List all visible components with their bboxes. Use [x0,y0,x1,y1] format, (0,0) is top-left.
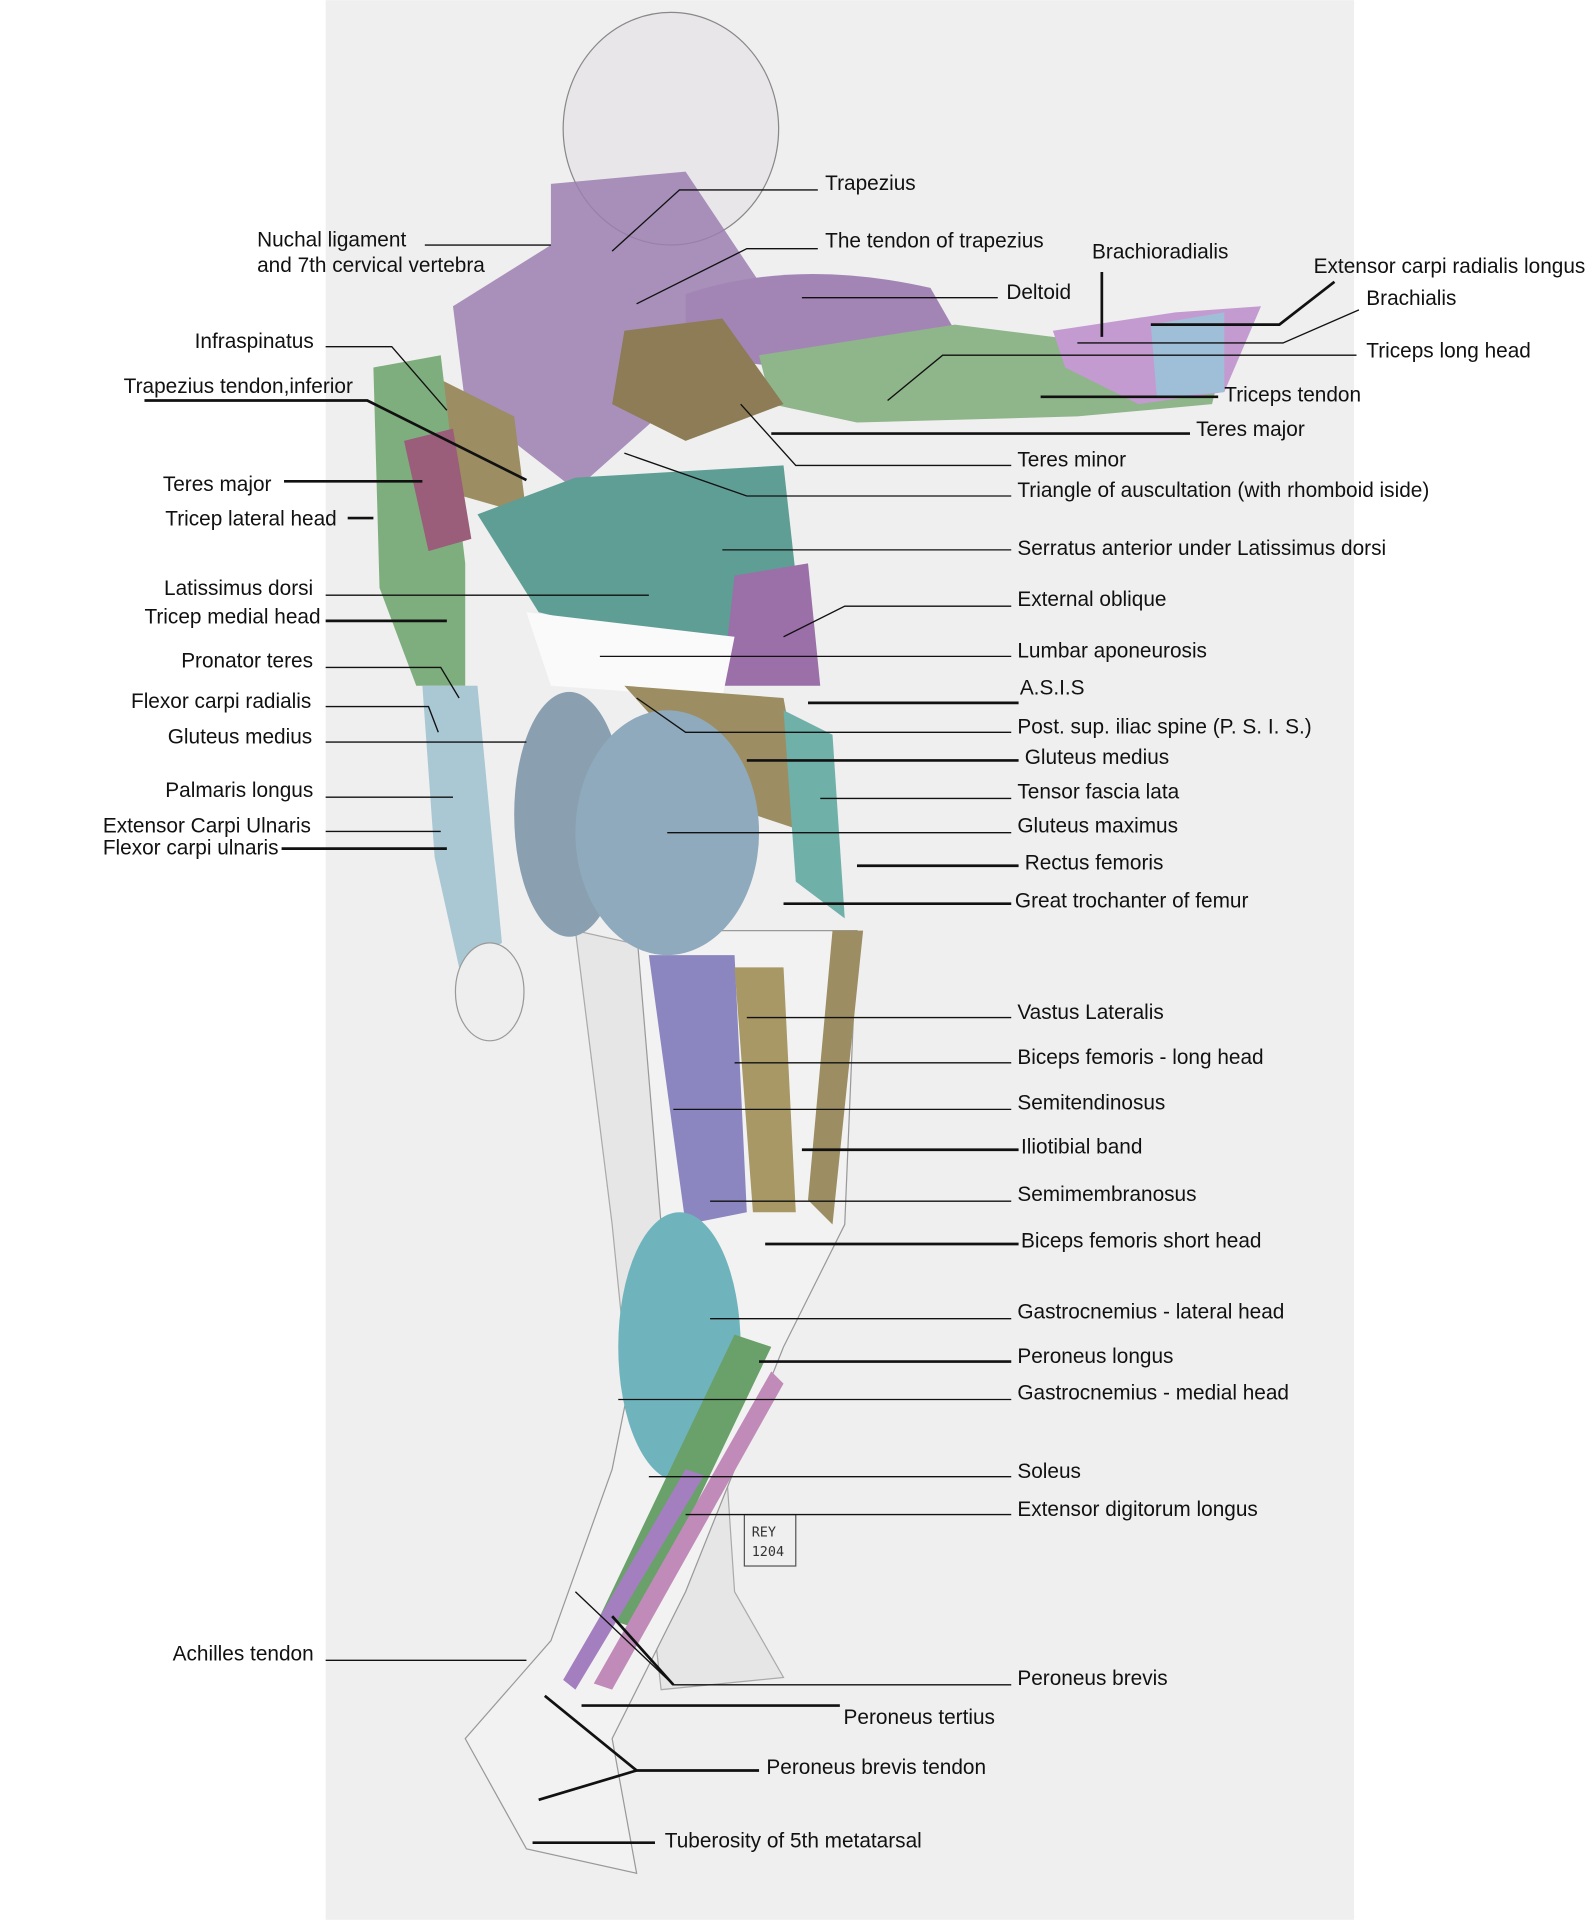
muscle-label: Teres major [163,473,272,496]
leader-line [740,403,1012,467]
tensor-fascia-shape [783,710,845,919]
muscle-label: Post. sup. iliac spine (P. S. I. S.) [1017,716,1311,739]
leader-line [325,705,439,733]
leader-line [783,605,1012,638]
leader-line [1150,280,1336,326]
leader-line [887,354,1357,402]
svg-text:REY: REY [752,1526,776,1541]
muscle-label: Biceps femoris short head [1021,1230,1261,1253]
muscle-label: Peroneus brevis tendon [766,1756,986,1779]
muscle-label: Semimembranosus [1017,1183,1196,1206]
tricep-lateral-shape [404,428,472,552]
muscle-label: Brachioradialis [1092,240,1228,263]
muscle-label: Infraspinatus [195,330,314,353]
artist-signature: REY 1204 [743,1513,797,1567]
muscle-label: and 7th cervical vertebra [257,254,485,277]
muscle-label: Peroneus longus [1017,1345,1173,1368]
muscle-label: Flexor carpi radialis [131,690,311,713]
svg-text:1204: 1204 [752,1545,784,1560]
muscle-label: Gluteus maximus [1017,815,1178,838]
gluteus-maximus-right [575,710,760,956]
muscle-label: Deltoid [1006,281,1071,304]
muscle-label: Gluteus medius [1025,746,1170,769]
muscle-label: Palmaris longus [165,779,313,802]
muscle-label: Latissimus dorsi [164,577,313,600]
leader-line [1077,309,1360,344]
leader-line [538,1769,638,1802]
muscle-label: Teres minor [1017,449,1126,472]
muscle-label: Triceps tendon [1224,384,1361,407]
leader-line [624,452,1012,497]
muscle-label: Achilles tendon [173,1642,314,1665]
lumbar-shape [526,612,735,699]
muscle-label: Extensor digitorum longus [1017,1498,1257,1521]
muscle-label: External oblique [1017,588,1166,611]
muscle-label: A.S.I.S [1020,676,1085,699]
muscle-label: Semitendinosus [1017,1091,1165,1114]
leader-line [611,189,818,252]
muscle-label: Triceps long head [1366,340,1531,363]
leader-line [325,345,448,411]
muscle-label: Gastrocnemius - medial head [1017,1382,1289,1405]
muscle-label: Tricep medial head [144,605,320,628]
leader-line [636,248,818,305]
latissimus-shape [477,465,796,662]
leader-line [144,399,528,482]
muscle-label: Great trochanter of femur [1015,889,1249,912]
muscle-label: Serratus anterior under Latissimus dorsi [1017,537,1386,560]
muscle-label: Vastus Lateralis [1017,1001,1163,1024]
muscle-label: The tendon of trapezius [825,229,1044,252]
muscle-label: Extensor Carpi Ulnaris [103,815,311,838]
muscle-label: Soleus [1017,1460,1081,1483]
muscle-label: Extensor carpi radialis longus [1314,255,1586,278]
muscle-label: Teres major [1196,418,1305,441]
muscle-label: Biceps femoris - long head [1017,1046,1263,1069]
hamstring-purple [648,955,747,1225]
leader-line [325,666,460,699]
muscle-label: Tensor fascia lata [1017,780,1179,803]
external-oblique-shape [722,563,821,686]
leader-lines [144,189,1360,1845]
muscle-label: Brachialis [1366,287,1456,310]
muscle-label: Gastrocnemius - lateral head [1017,1301,1284,1324]
muscle-label: Gluteus medius [168,725,313,748]
muscle-label: Tuberosity of 5th metatarsal [665,1830,922,1853]
teres-shape [612,318,784,441]
muscle-label: Pronator teres [181,649,313,672]
muscle-label: Trapezius [825,172,916,195]
leader-line [611,1615,675,1686]
tendon-bands [593,1371,784,1690]
muscle-label: Rectus femoris [1025,851,1164,874]
labels: Nuchal ligament and 7th cervical vertebra… [103,172,1585,1853]
tendon-bands-2 [563,1469,704,1690]
muscle-label: Nuchal ligament [257,228,406,251]
leader-line [636,697,1012,733]
muscle-label: Tricep lateral head [165,507,336,530]
hanging-forearm [422,685,502,968]
muscle-label: Lumbar aponeurosis [1017,640,1207,663]
hand [454,942,525,1042]
muscle-label: Peroneus tertius [844,1706,995,1729]
muscle-label: Iliotibial band [1021,1135,1142,1158]
muscle-label: Triangle of auscultation (with rhomboid … [1017,479,1429,502]
biceps-femoris-tan [734,967,796,1213]
muscle-label: Trapezius tendon,inferior [124,375,353,398]
muscle-label: Flexor carpi ulnaris [103,837,279,860]
muscle-label: Peroneus brevis [1017,1667,1167,1690]
